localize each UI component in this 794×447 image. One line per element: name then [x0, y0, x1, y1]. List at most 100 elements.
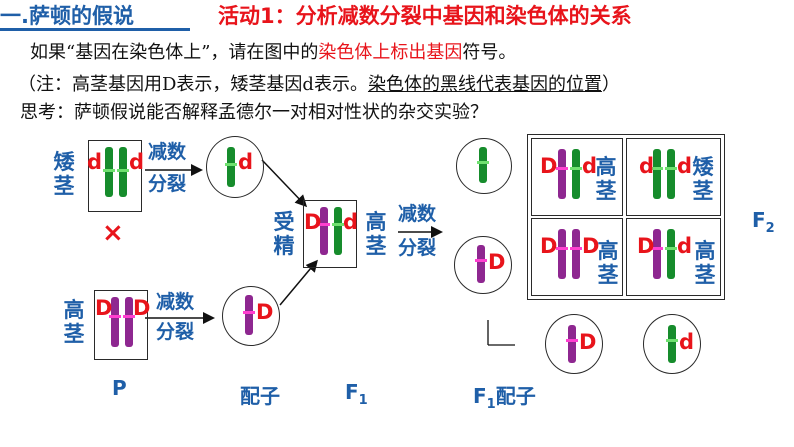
f2-label: F2	[752, 208, 775, 236]
gene-locus-band	[123, 315, 135, 318]
tall-parent-cell: D D	[94, 290, 151, 360]
instruction-line-1-prefix: 如果“基因在染色体上”，请在图中的	[30, 42, 319, 63]
dwarf-label: 矮茎	[53, 150, 75, 198]
gene-symbol-D: D	[540, 154, 558, 178]
tall-gamete-cell: D	[222, 286, 280, 346]
gene-locus-band	[651, 167, 663, 170]
f1-label-main: F	[345, 380, 359, 404]
cross-symbol: ×	[102, 218, 124, 248]
gene-symbol-D: D	[133, 296, 151, 320]
gene-locus-band	[475, 259, 487, 262]
chromosome-green	[570, 149, 582, 199]
chromosome-green	[103, 147, 115, 197]
meiosis-label-top: 减数	[148, 141, 187, 163]
chromosome-green	[225, 147, 237, 187]
gene-locus-band	[332, 223, 344, 226]
punnett-cell-2: d d 矮茎	[626, 138, 721, 216]
gene-locus-band	[651, 247, 663, 250]
tall-label: 高茎	[63, 298, 85, 346]
gene-symbol-d: d	[677, 234, 693, 258]
chromosome-purple	[123, 297, 135, 347]
chromosome-green	[665, 229, 677, 279]
chromosome-green	[477, 147, 489, 183]
gene-locus-band	[566, 339, 578, 342]
gene-symbol-d: d	[129, 150, 145, 174]
gene-symbol-D: D	[582, 234, 600, 258]
f1-gamete-label-main: F	[473, 384, 487, 408]
chromosome-green	[666, 325, 678, 363]
chromosome-green	[651, 149, 663, 199]
chromosome-purple	[318, 207, 330, 255]
gene-symbol-D: D	[256, 300, 274, 324]
instruction-line-2: （注：高茎基因用D表示，矮茎基因d表示。染色体的黑线代表基因的位置）	[18, 70, 620, 96]
dwarf-parent-cell: d d	[87, 140, 145, 212]
gene-locus-band	[665, 167, 677, 170]
meiosis-label-bottom: 分裂	[398, 237, 437, 259]
gene-symbol-d: d	[582, 154, 598, 178]
f1-tall-label: 高茎	[365, 210, 387, 258]
gamete-label: 配子	[240, 384, 280, 408]
gene-symbol-D: D	[579, 330, 597, 354]
chromosome-purple	[556, 229, 568, 279]
punnett-cell-4: D d 高茎	[626, 218, 721, 296]
section-title-underline	[0, 28, 190, 31]
gene-symbol-d: d	[87, 150, 103, 174]
gene-locus-band	[109, 315, 121, 318]
section-title: 一.萨顿的假说	[0, 4, 134, 28]
chromosome-purple	[556, 149, 568, 199]
punnett-cell-1: D d 高茎	[531, 138, 623, 216]
gene-locus-band	[556, 167, 568, 170]
instruction-line-2-suffix: ）	[601, 74, 620, 95]
gene-locus-band	[570, 167, 582, 170]
meiosis-label-bottom: 分裂	[156, 321, 195, 343]
gene-locus-band	[570, 247, 582, 250]
punnett-cell-3: D D 高茎	[531, 218, 623, 296]
punnett-square	[527, 134, 725, 300]
chromosome-purple	[570, 229, 582, 279]
meiosis-label-bottom: 分裂	[148, 173, 187, 195]
gene-locus-band	[318, 223, 330, 226]
f1-label: F1	[345, 380, 368, 408]
f1-zygote-cell: D d	[303, 200, 359, 268]
gene-locus-band	[666, 339, 678, 342]
chromosome-purple	[566, 325, 578, 363]
instruction-line-1: 如果“基因在染色体上”，请在图中的染色体上标出基因符号。	[30, 38, 516, 64]
gene-locus-band	[556, 247, 568, 250]
gene-symbol-d: d	[343, 210, 359, 234]
meiosis-label-top: 减数	[156, 291, 195, 313]
chromosome-purple	[651, 229, 663, 279]
phenotype-label: 高茎	[597, 239, 619, 287]
gene-symbol-d: d	[639, 154, 655, 178]
f1-gamete-label-sub: 1	[486, 397, 496, 412]
gene-locus-band	[225, 163, 237, 166]
gene-locus-band	[665, 247, 677, 250]
f1-gamete-label: F1配子	[473, 380, 536, 412]
chromosome-green	[332, 207, 344, 255]
arrow-tall-gamete-fertilization	[279, 259, 318, 306]
f2-label-sub: 2	[765, 221, 775, 236]
gene-symbol-D: D	[95, 296, 113, 320]
instruction-line-1-suffix: 符号。	[462, 42, 517, 63]
chromosome-green	[665, 149, 677, 199]
f1-gamete-cell: d	[643, 314, 701, 374]
meiosis-label-top: 减数	[398, 203, 437, 225]
f1-label-sub: 1	[358, 393, 368, 408]
gene-symbol-D: D	[637, 234, 655, 258]
f2-label-main: F	[752, 208, 766, 232]
gene-locus-band	[103, 169, 115, 172]
phenotype-label: 高茎	[595, 155, 617, 203]
gene-symbol-D: D	[540, 234, 558, 258]
instruction-line-2-prefix: （注：高茎基因用D表示，矮茎基因d表示。	[18, 74, 368, 95]
gene-symbol-d: d	[238, 150, 254, 174]
gene-locus-band	[243, 311, 255, 314]
gene-symbol-D: D	[488, 250, 506, 274]
f1-gamete-cell: D	[545, 314, 603, 374]
phenotype-label: 矮茎	[692, 155, 714, 203]
activity-title: 活动1：分析减数分裂中基因和染色体的关系	[218, 4, 632, 28]
dwarf-gamete-cell: d	[206, 136, 264, 198]
phenotype-label: 高茎	[694, 239, 716, 287]
gene-locus-band	[117, 169, 129, 172]
parent-generation-label: P	[112, 376, 127, 400]
gene-symbol-d: d	[677, 154, 693, 178]
